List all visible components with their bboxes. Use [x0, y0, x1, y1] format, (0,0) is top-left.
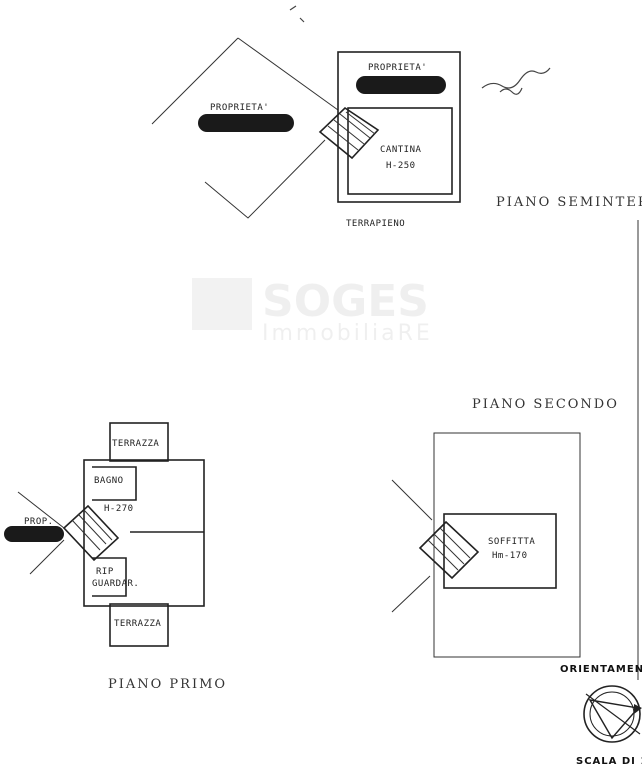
- cantina-room-wall: [347, 107, 453, 195]
- scan-noise: [289, 5, 551, 95]
- cantina-label: CANTINA: [380, 145, 422, 155]
- neighbor-property-outline: [151, 37, 339, 219]
- terrace-top: [109, 422, 169, 462]
- second-floor-title: PIANO SECONDO: [472, 397, 619, 412]
- first-floor-property-lines: [17, 491, 65, 575]
- redacted-owner-first-floor: [4, 526, 64, 542]
- cantina-height: H-250: [386, 161, 416, 171]
- redacted-owner-top: [356, 76, 446, 94]
- soffitta-room-wall: [443, 513, 557, 589]
- soffitta-height: Hm-170: [492, 551, 528, 561]
- storage-label-2: GUARDAR.: [92, 579, 139, 589]
- terrace-top-label: TERRAZZA: [112, 439, 159, 449]
- north-arrow-icon: [583, 685, 642, 743]
- basement-title: PIANO SEMINTERRAT: [496, 195, 642, 210]
- bathroom-wall: [92, 466, 137, 501]
- redacted-owner-left: [198, 114, 294, 132]
- second-floor-stairs: [418, 520, 480, 580]
- first-floor-stairs: [62, 504, 120, 562]
- basement-outer-wall: [337, 51, 461, 203]
- orientation-label: ORIENTAMENT: [560, 664, 642, 675]
- first-floor-plan: TERRAZZA BAGNO H-270 RIP GUARDAR. TERRAZ…: [4, 422, 227, 692]
- terrace-bottom-label: TERRAZZA: [114, 619, 161, 629]
- basement-stairs: [318, 106, 380, 160]
- watermark-text-main: SOGES: [262, 276, 429, 327]
- watermark-logo: SOGES ImmobiliaRE: [192, 276, 433, 346]
- label-proprieta-top: PROPRIETA': [368, 63, 427, 73]
- legend: ORIENTAMENT SCALA DI 1:: [560, 664, 642, 767]
- basement-plan: PROPRIETA' PROPRIETA' CANTINA H-250 TERR…: [151, 5, 642, 229]
- first-floor-title: PIANO PRIMO: [108, 677, 227, 692]
- terrace-bottom: [109, 603, 169, 647]
- second-floor-outline: [433, 432, 581, 658]
- storage-wall: [92, 557, 127, 597]
- second-floor-property-lines: [391, 479, 433, 613]
- storage-label-1: RIP: [96, 567, 114, 577]
- second-floor-plan: SOFFITTA Hm-170 PIANO SECONDO: [391, 397, 619, 658]
- bathroom-label: BAGNO: [94, 476, 124, 486]
- watermark-text-sub: ImmobiliaRE: [262, 321, 433, 346]
- terrapieno-label: TERRAPIENO: [346, 219, 405, 229]
- label-proprieta-left: PROPRIETA': [210, 103, 269, 113]
- first-floor-prop-label: PROP.: [24, 517, 54, 527]
- first-floor-height: H-270: [104, 504, 134, 514]
- scale-label: SCALA DI 1:: [576, 756, 642, 767]
- soffitta-label: SOFFITTA: [488, 537, 535, 547]
